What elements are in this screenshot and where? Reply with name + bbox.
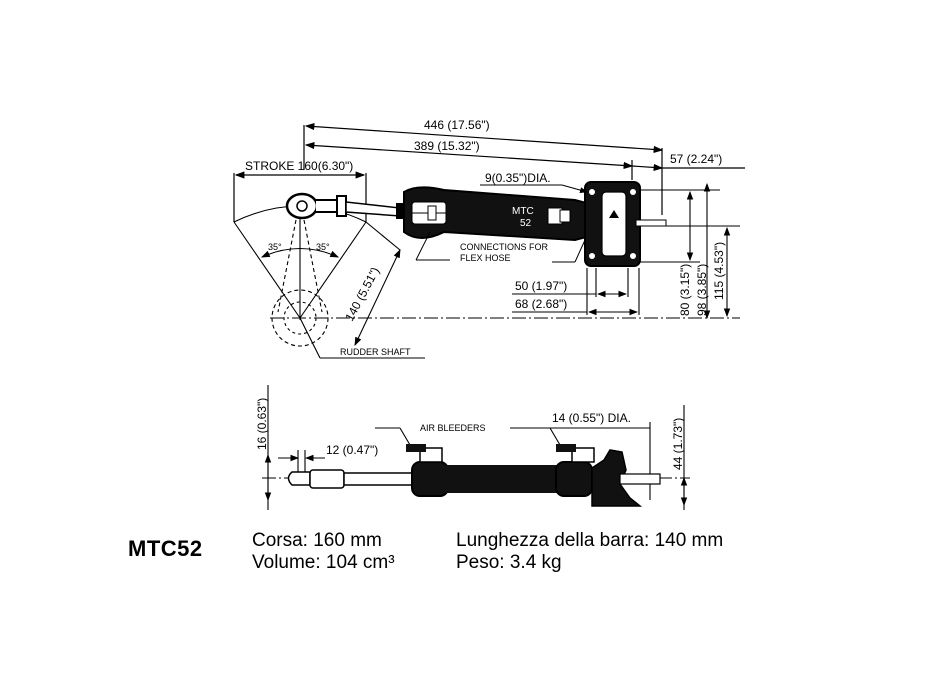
dim-base-inner: 50 (1.97") [515, 279, 567, 293]
top-view: 446 (17.56") 389 (15.32") 57 (2.24") STR… [233, 118, 745, 359]
spec-block: MTC52 Corsa: 160 mm Volume: 104 cm³ Lung… [0, 530, 950, 590]
dim-rod-height: 16 (0.63") [255, 398, 269, 450]
dim-overall-height: 44 (1.73") [671, 418, 685, 470]
dimension-base [512, 268, 640, 316]
dim-height-80: 80 (3.15") [678, 264, 692, 316]
side-cylinder [406, 444, 661, 507]
tiller-swing-sector [233, 205, 740, 359]
dim-pin-dia: 14 (0.55") DIA. [552, 411, 631, 425]
dim-stroke: STROKE 160(6.30") [245, 159, 353, 173]
spec-column-1: Corsa: 160 mm Volume: 104 cm³ [252, 530, 395, 574]
spec-column-2: Lunghezza della barra: 140 mm Peso: 3.4 … [456, 530, 723, 574]
cylinder-body: MTC 52 [403, 186, 591, 242]
side-view: 16 (0.63") 12 (0.47") AIR BLEEDERS 14 (0… [255, 385, 690, 510]
dim-bolt-hole: 9(0.35")DIA. [485, 171, 551, 185]
dim-offset: 57 (2.24") [670, 152, 722, 166]
spec-weight: Peso: 3.4 kg [456, 552, 562, 573]
dim-base-outer: 68 (2.68") [515, 297, 567, 311]
dim-height-115: 115 (4.53") [712, 242, 726, 300]
model-name: MTC52 [128, 536, 203, 561]
spec-stroke: Corsa: 160 mm [252, 530, 382, 551]
angle-right: 35° [316, 242, 330, 252]
dim-overall-length: 446 (17.56") [424, 118, 490, 132]
spec-tiller-length: Lunghezza della barra: 140 mm [456, 530, 724, 551]
dim-mount-length: 389 (15.32") [414, 139, 480, 153]
angle-left: 35° [268, 242, 282, 252]
dimension-heights [640, 182, 740, 320]
mounting-bracket [584, 181, 667, 267]
label-rudder-shaft: RUDDER SHAFT [340, 347, 411, 357]
rod-end-eye [285, 192, 408, 220]
dim-height-98: 98 (3.85") [695, 264, 709, 316]
piston-rod [287, 469, 415, 489]
cylinder-marking-number: 52 [520, 218, 532, 229]
dim-tiller-length: 140 (5.51") [342, 265, 382, 324]
cylinder-marking-model: MTC [512, 206, 534, 217]
spec-volume: Volume: 104 cm³ [252, 552, 395, 573]
dimension-overall [303, 122, 745, 215]
label-air-bleeders: AIR BLEEDERS [420, 423, 486, 433]
label-flex-hose: FLEX HOSE [460, 253, 511, 263]
label-connections: CONNECTIONS FOR [460, 242, 549, 252]
dim-rod-end: 12 (0.47") [326, 443, 378, 457]
